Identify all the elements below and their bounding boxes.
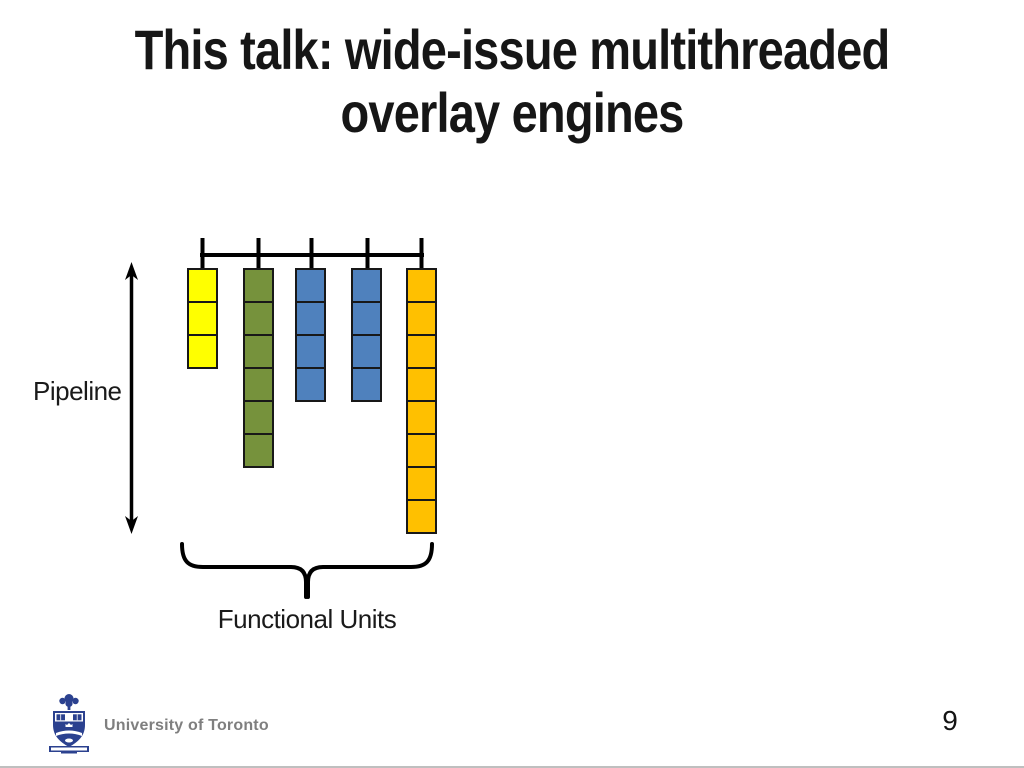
university-of-toronto-crest-icon — [49, 694, 89, 754]
pipeline-stage-cell — [406, 499, 437, 534]
functional-units-label: Functional Units — [217, 604, 397, 634]
functional-unit-2-column — [243, 268, 274, 468]
slide-page-number: 9 — [942, 705, 958, 736]
pipeline-stage-cell — [187, 268, 218, 303]
issue-bus-ticks — [200, 238, 424, 269]
slide-title: This talk: wide-issue multithreaded over… — [82, 18, 942, 144]
pipeline-stage-cell — [243, 334, 274, 369]
pipeline-stage-cell — [351, 301, 382, 336]
functional-units-brace — [180, 542, 434, 599]
pipeline-depth-arrow — [125, 262, 138, 534]
pipeline-stage-cell — [243, 367, 274, 402]
pipeline-stage-cell — [351, 367, 382, 402]
university-of-toronto-label: University of Toronto — [104, 717, 269, 734]
pipeline-stage-cell — [243, 433, 274, 468]
pipeline-stage-cell — [351, 334, 382, 369]
pipeline-stage-cell — [406, 466, 437, 501]
pipeline-stage-cell — [295, 268, 326, 303]
pipeline-stage-cell — [243, 268, 274, 303]
functional-unit-4-column — [351, 268, 382, 402]
pipeline-stage-cell — [406, 334, 437, 369]
slide-title-line-2: overlay engines — [340, 81, 685, 144]
pipeline-stage-cell — [243, 301, 274, 336]
pipeline-stage-cell — [406, 400, 437, 435]
functional-unit-1-column — [187, 268, 218, 369]
pipeline-stage-cell — [406, 301, 437, 336]
functional-unit-5-column — [406, 268, 437, 534]
pipeline-stage-cell — [187, 334, 218, 369]
pipeline-stage-cell — [295, 367, 326, 402]
pipeline-stage-cell — [351, 268, 382, 303]
pipeline-stage-cell — [187, 301, 218, 336]
pipeline-stage-cell — [406, 268, 437, 303]
functional-unit-3-column — [295, 268, 326, 402]
pipeline-stage-cell — [243, 400, 274, 435]
pipeline-stage-cell — [295, 301, 326, 336]
slide-title-line-1: This talk: wide-issue multithreaded — [134, 18, 891, 81]
pipeline-stage-cell — [295, 334, 326, 369]
pipeline-label: Pipeline — [33, 376, 122, 406]
pipeline-stage-cell — [406, 433, 437, 468]
pipeline-stage-cell — [406, 367, 437, 402]
